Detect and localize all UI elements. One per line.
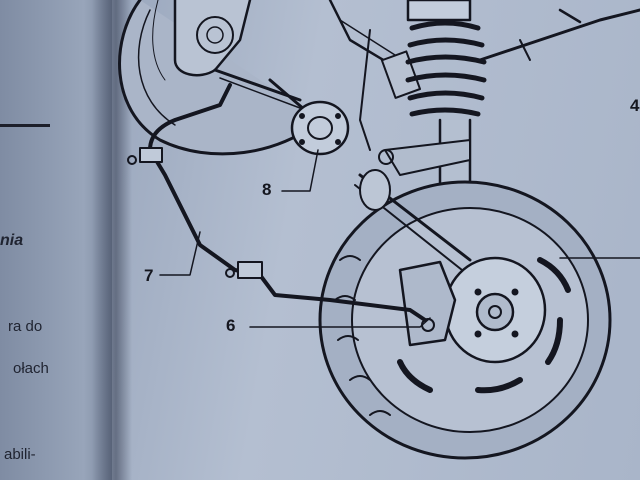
heading-fragment: nia [0,232,24,249]
callout-label: 8 [262,180,272,199]
section-rule [0,124,50,127]
text-fragment: ra do [8,318,43,335]
callout-label: 6 [226,316,236,335]
text-fragment: abili- [4,446,36,463]
callout-label: 7 [144,266,154,285]
callout-label: 4 [630,96,640,115]
text-fragment: ołach [13,360,49,377]
